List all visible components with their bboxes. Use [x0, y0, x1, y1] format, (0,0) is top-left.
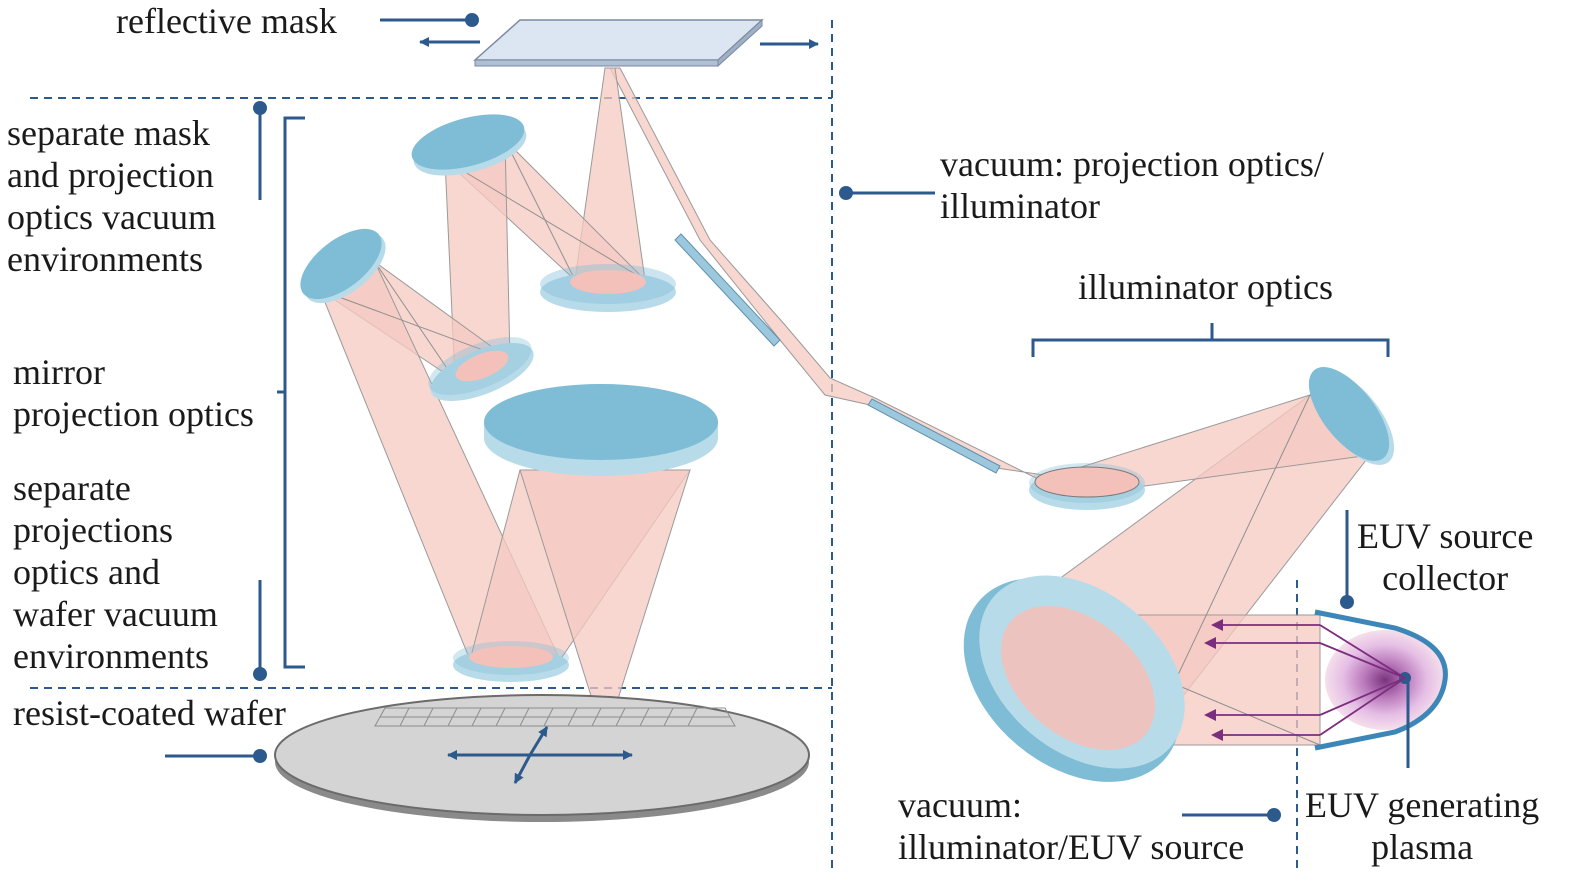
wafer: [274, 694, 810, 822]
projection-mirror-m6: [484, 384, 718, 476]
leader-dots: [253, 13, 1354, 822]
wafer-die-grid: [374, 707, 736, 727]
label-euv-collector: EUV source collector: [1357, 516, 1534, 598]
label-euv-plasma: EUV generating plasma: [1305, 785, 1540, 867]
reflective-mask: [473, 18, 764, 68]
label-separate-mask-env: separate mask and projection optics vacu…: [7, 113, 216, 279]
label-illuminator-optics: illuminator optics: [1078, 267, 1333, 307]
label-vacuum-projection: vacuum: projection optics/ illuminator: [940, 144, 1324, 226]
projection-mirror-m4: [300, 228, 386, 304]
euv-emission-arrows: [1204, 619, 1406, 741]
grazing-plate-lower: [867, 398, 1001, 474]
label-vacuum-illuminator: vacuum: illuminator/EUV source: [898, 785, 1245, 867]
projection-mirror-m3: [428, 337, 534, 401]
label-resist-wafer: resist-coated wafer: [13, 693, 286, 733]
label-reflective-mask: reflective mask: [116, 1, 337, 41]
label-mirror-projection: mirror projection optics: [13, 352, 254, 434]
grazing-plate-upper: [674, 233, 781, 347]
illuminator-mirror-small: [1029, 463, 1145, 510]
euv-source-collector: [1314, 609, 1448, 751]
bracket-mirror-projection: [277, 116, 305, 669]
bracket-illuminator-optics: [1031, 323, 1390, 357]
projection-mirror-m1: [540, 264, 676, 312]
leader-lines: [165, 18, 1410, 817]
wafer-step-up-arrow: [528, 726, 549, 756]
projection-mirror-m2: [411, 114, 527, 176]
illuminator-collector-mirror: [963, 575, 1185, 782]
wafer-step-down-arrow: [513, 754, 532, 784]
projection-mirror-m5: [453, 641, 569, 682]
label-separate-wafer-env: separate projections optics and wafer va…: [13, 468, 218, 676]
illuminator-mirror-upper: [1308, 367, 1395, 465]
